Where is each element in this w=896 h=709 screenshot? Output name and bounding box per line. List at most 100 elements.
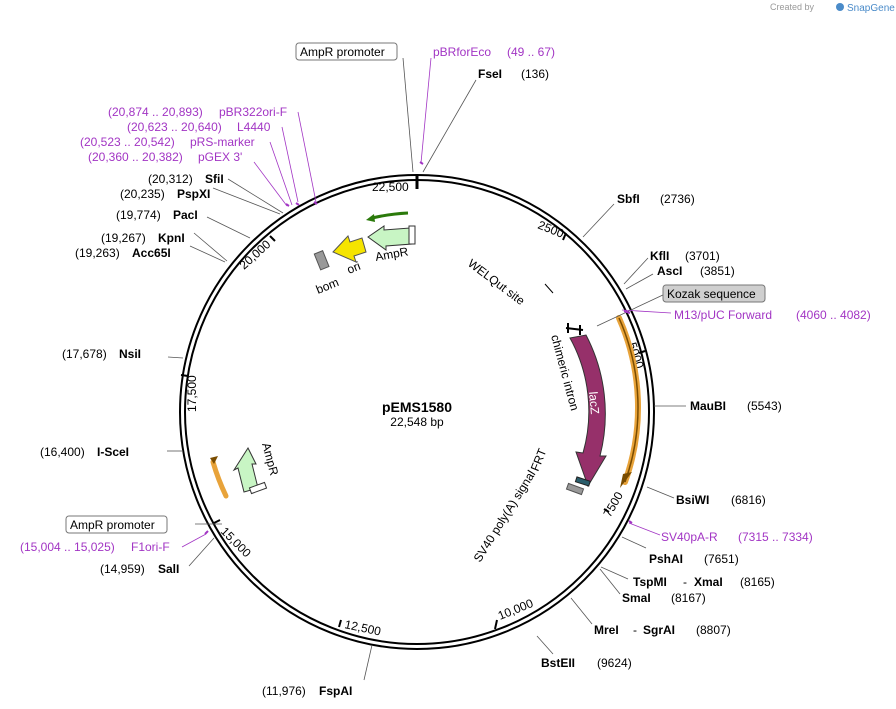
tick-label-17500: 17,500: [185, 375, 199, 412]
ori-arrow: [332, 235, 367, 263]
enzyme-scei-name: I-SceI: [97, 445, 129, 459]
enzyme-kfli-pos: (3701): [685, 249, 720, 263]
enzyme-maubi-pos: (5543): [747, 399, 782, 413]
primer-pbr322-range: (20,874 .. 20,893): [108, 105, 203, 119]
enzyme-mrei-pos: (8807): [696, 623, 731, 637]
enzyme-acc65i-pos: (19,263): [75, 246, 120, 260]
enzyme-kfli-name: KflI: [650, 249, 669, 263]
orange-arc-left-head: [210, 456, 218, 464]
primer-prs-name: pRS-marker: [190, 135, 255, 149]
enzyme-kpni-pos: (19,267): [101, 231, 146, 245]
plasmid-size: 22,548 bp: [390, 415, 444, 429]
enzyme-mrei-sep: -: [633, 623, 637, 637]
enzyme-asci-pos: (3851): [700, 264, 735, 278]
enzyme-pshai-name: PshAI: [649, 552, 683, 566]
tick-label-12500: 12,500: [343, 617, 382, 638]
ampr-top-label: AmpR: [374, 244, 410, 264]
lacz-arrow: [569, 334, 607, 488]
orange-arc-left: [210, 459, 229, 499]
snapgene-logo-icon: [836, 3, 844, 11]
orange-arc-right-head: [620, 472, 632, 488]
kozak-text: Kozak sequence: [667, 287, 756, 301]
ampr-promoter-top-box: [408, 225, 416, 245]
primer-pbrforeco-name: pBRforEco: [433, 45, 491, 59]
green-feature-arrowhead: [366, 214, 375, 222]
ori-label: ori: [345, 259, 363, 277]
enzyme-smai-name: SmaI: [622, 591, 651, 605]
enzyme-bsiwi-pos: (6816): [731, 493, 766, 507]
primer-sv40par-range: (7315 .. 7334): [738, 530, 813, 544]
ampr-promoter-left-tag: [65, 515, 168, 534]
enzyme-sbfi-name: SbfI: [617, 192, 640, 206]
sv40-polya-box: [565, 482, 585, 496]
kozak-tag: [662, 284, 766, 303]
enzyme-maubi-name: MauBI: [690, 399, 726, 413]
tick-label-7500: 7500: [600, 489, 626, 519]
enzyme-tspmi-name: TspMI: [633, 575, 667, 589]
green-feature-arc: [371, 211, 409, 220]
welqut-label: WELQut site: [465, 256, 527, 308]
enzyme-sfii-name: SfiI: [205, 172, 224, 186]
primer-pgex-name: pGEX 3': [198, 150, 242, 164]
enzyme-fsei-pos: (136): [521, 67, 549, 81]
primer-l4440-name: L4440: [237, 120, 271, 134]
tick-label-2500: 2500: [536, 218, 566, 241]
enzyme-smai-pos: (8167): [671, 591, 706, 605]
enzyme-scei-pos: (16,400): [40, 445, 85, 459]
enzyme-acc65i-name: Acc65I: [132, 246, 171, 260]
enzyme-fspai-pos: (11,976): [262, 684, 306, 698]
ampr-promoter-top-tag: [295, 42, 398, 61]
enzyme-paci-pos: (19,774): [116, 208, 161, 222]
primer-f1ori-range: (15,004 .. 15,025): [20, 540, 115, 554]
frt-marker: [574, 476, 591, 487]
primer-pbrforeco-range: (49 .. 67): [507, 45, 555, 59]
primer-pgex-range: (20,360 .. 20,382): [88, 150, 183, 164]
ampr-promoter-top-text: AmpR promoter: [300, 45, 385, 59]
primer-pbr322-name: pBR322ori-F: [219, 105, 287, 119]
enzyme-xmai-name: XmaI: [694, 575, 723, 589]
bom-label: bom: [314, 275, 341, 297]
tick-label-10000: 10,000: [496, 596, 536, 623]
welqut-marker: [544, 283, 554, 294]
primer-prs-range: (20,523 .. 20,542): [80, 135, 175, 149]
created-by-text: Created by: [770, 2, 815, 12]
frt-label: FRT: [528, 446, 550, 473]
enzyme-fspai-name: FspAI: [319, 684, 352, 698]
enzyme-mrei-name: MreI: [594, 623, 619, 637]
enzyme-pspxi-name: PspXI: [177, 187, 210, 201]
enzyme-bsteii-pos: (9624): [597, 656, 632, 670]
enzyme-tspmi-sep: -: [683, 575, 687, 589]
enzyme-nsii-name: NsiI: [119, 347, 141, 361]
enzyme-pshai-pos: (7651): [704, 552, 739, 566]
enzyme-asci-name: AscI: [657, 264, 682, 278]
primer-f1ori-name: F1ori-F: [131, 540, 170, 554]
enzyme-sali-pos: (14,959): [100, 562, 145, 576]
enzyme-bsiwi-name: BsiWI: [676, 493, 709, 507]
primer-sv40par-name: SV40pA-R: [661, 530, 718, 544]
plasmid-name: pEMS1580: [382, 399, 452, 415]
ampr-promoter-left-text: AmpR promoter: [70, 518, 155, 532]
primer-leader-lines: [181, 57, 672, 548]
ampr-left-arrow: [232, 446, 259, 493]
enzyme-tspmi-pos: (8165): [740, 575, 775, 589]
scale-ticks: [180, 232, 646, 630]
snapgene-brand: SnapGene: [847, 3, 895, 14]
primer-marks: [204, 161, 633, 535]
primer-l4440-range: (20,623 .. 20,640): [127, 120, 222, 134]
orange-arc-right-core: [618, 317, 639, 483]
tick-label-15000: 15,000: [218, 524, 254, 560]
enzyme-nsii-pos: (17,678): [62, 347, 107, 361]
leader-lines: [167, 57, 686, 681]
enzyme-kpni-name: KpnI: [158, 231, 185, 245]
enzyme-sfii-pos: (20,312): [148, 172, 193, 186]
tick-label-20000: 20,000: [237, 237, 274, 272]
enzyme-paci-name: PacI: [173, 208, 198, 222]
enzyme-fsei-name: FseI: [478, 67, 502, 81]
enzyme-sbfi-pos: (2736): [660, 192, 695, 206]
bom-box: [313, 250, 330, 271]
primer-m13-name: M13/pUC Forward: [674, 308, 772, 322]
ampr-left-label: AmpR: [259, 441, 281, 477]
ampr-promoter-left-marker: [248, 481, 268, 495]
lacz-label: lacZ: [586, 391, 602, 415]
